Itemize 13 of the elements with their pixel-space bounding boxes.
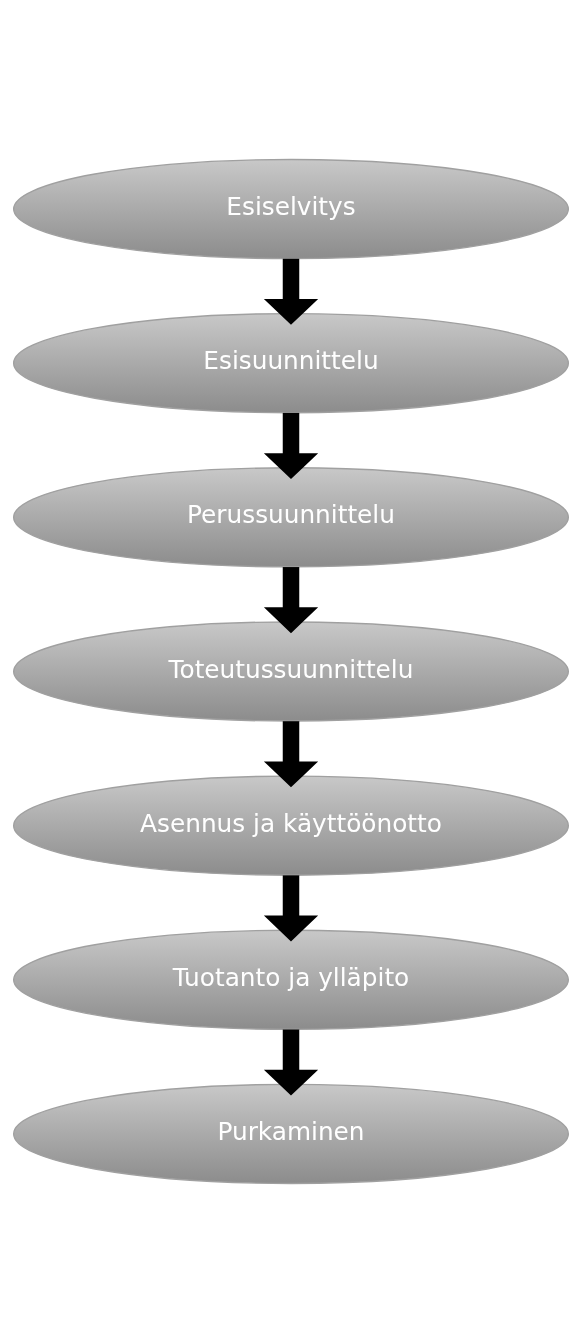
- node-ellipse: Perussuunnittelu: [13, 466, 570, 568]
- node-ellipse: Esiselvitys: [13, 158, 570, 259]
- node-ellipse: Asennus ja käyttöönotto: [13, 774, 570, 876]
- arrow: [263, 720, 319, 787]
- arrow: [263, 874, 319, 941]
- arrow: [263, 258, 319, 325]
- arrow: [263, 1029, 319, 1096]
- node-ellipse: Toteutussuunnittelu: [13, 620, 570, 722]
- node-ellipse: Tuotanto ja ylläpito: [13, 929, 570, 1030]
- node-ellipse: Purkaminen: [13, 1083, 570, 1184]
- arrow: [263, 566, 319, 633]
- arrow: [263, 412, 319, 479]
- node-ellipse: Esisuunnittelu: [13, 312, 570, 413]
